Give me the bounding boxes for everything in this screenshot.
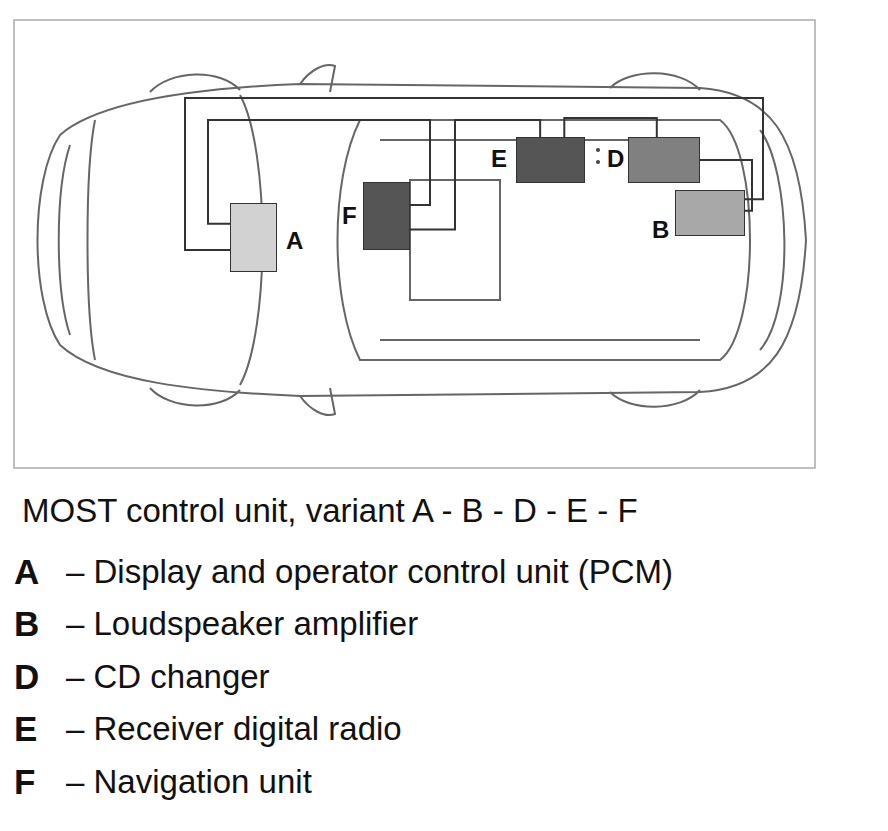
most-wire	[564, 118, 657, 137]
key-letter: B	[14, 604, 39, 644]
key-letter: A	[14, 552, 39, 592]
loudspeaker-amplifier: B	[675, 190, 745, 236]
key-description: – CD changer	[66, 657, 270, 697]
digital-radio-receiver: E	[516, 137, 585, 183]
callout-letter: E	[489, 146, 509, 172]
cd-changer: D	[628, 137, 700, 183]
key-letter: D	[14, 657, 39, 697]
callout-letter: D	[605, 146, 626, 172]
key-description: – Display and operator control unit (PCM…	[66, 552, 673, 592]
callout-letter: B	[650, 217, 671, 243]
callout-letter: A	[284, 228, 305, 254]
key-description: – Receiver digital radio	[66, 709, 402, 749]
navigation-unit: F	[363, 182, 410, 250]
key-description: – Loudspeaker amplifier	[66, 604, 418, 644]
pcm-unit: A	[230, 203, 277, 272]
key-letter: F	[14, 762, 35, 802]
callout-letter: F	[340, 203, 359, 229]
key-letter: E	[14, 709, 37, 749]
key-description: – Navigation unit	[66, 762, 312, 802]
caption: MOST control unit, variant A - B - D - E…	[22, 492, 638, 530]
